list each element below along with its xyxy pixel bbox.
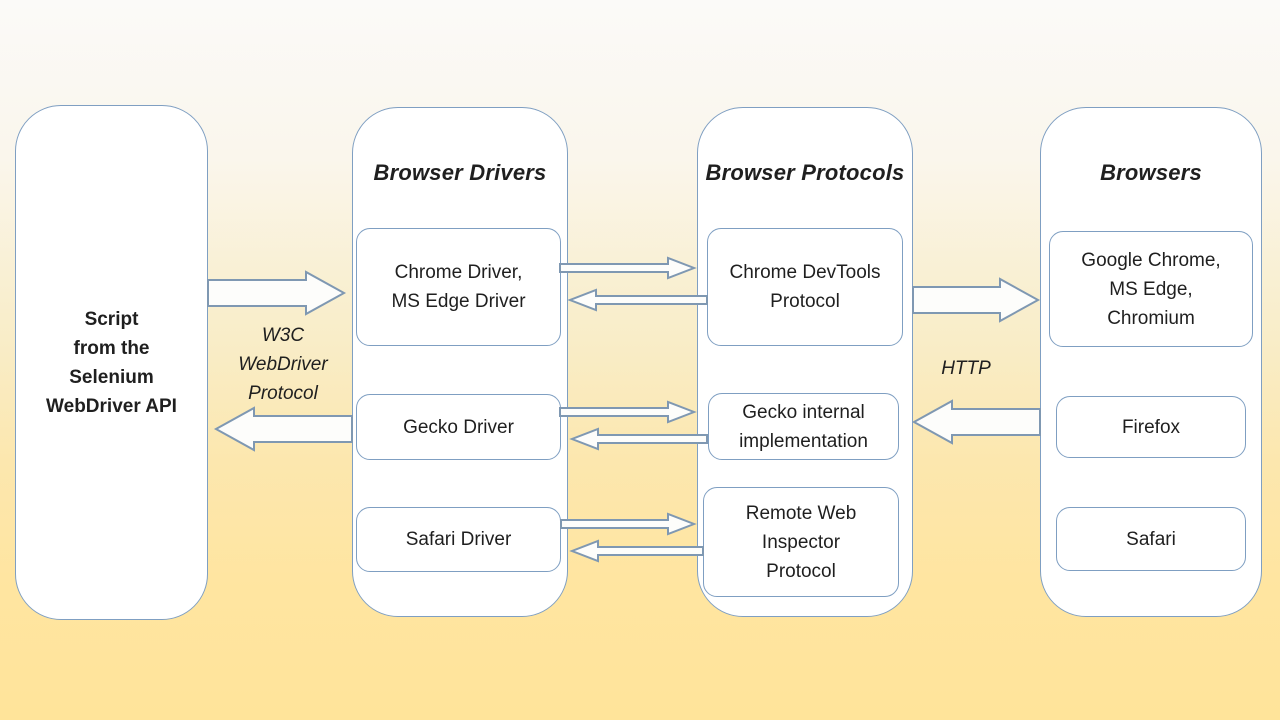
group-browser-drivers-title: Browser Drivers xyxy=(373,160,547,185)
node-safari: Safari xyxy=(1056,507,1246,571)
arrow-gecko-driver-to-gecko-internal xyxy=(559,400,697,424)
node-chrome-devtools-protocol-label: Chrome DevTools Protocol xyxy=(729,262,881,312)
arrow-chrome-driver-to-chrome-devtools xyxy=(559,256,697,280)
label-w3c-webdriver-protocol: W3C WebDriver Protocol xyxy=(238,325,328,404)
node-firefox: Firefox xyxy=(1056,396,1246,458)
node-script-label: Script from the Selenium WebDriver API xyxy=(46,308,177,417)
node-safari-driver-label: Safari Driver xyxy=(405,529,512,550)
node-remote-web-inspector-protocol: Remote Web Inspector Protocol xyxy=(703,487,899,597)
node-safari-label: Safari xyxy=(1126,528,1176,550)
group-browsers-title: Browsers xyxy=(1100,160,1202,185)
arrow-chrome-devtools-to-chrome-driver xyxy=(567,288,708,312)
node-gecko-internal-implementation-label: Gecko internal implementation xyxy=(739,401,868,452)
arrow-safari-driver-to-remote-inspector xyxy=(560,512,697,536)
arrow-gecko-internal-to-gecko-driver xyxy=(569,427,708,451)
node-gecko-driver-label: Gecko Driver xyxy=(403,416,514,438)
node-chrome-devtools-protocol: Chrome DevTools Protocol xyxy=(707,228,903,346)
node-firefox-label: Firefox xyxy=(1121,416,1181,438)
arrow-script-to-drivers xyxy=(207,270,347,316)
node-remote-web-inspector-protocol-label: Remote Web Inspector Protocol xyxy=(745,502,857,582)
node-script: Script from the Selenium WebDriver API xyxy=(15,105,208,620)
arrow-chrome-devtools-to-browsers xyxy=(912,277,1041,323)
node-gecko-internal-implementation: Gecko internal implementation xyxy=(708,393,899,460)
arrow-firefox-to-gecko-internal xyxy=(911,399,1041,445)
arrow-remote-inspector-to-safari-driver xyxy=(569,539,704,563)
node-google-chrome-ms-edge-chromium-label: Google Chrome, MS Edge, Chromium xyxy=(1081,249,1221,329)
label-http: HTTP xyxy=(941,358,991,379)
node-chrome-driver: Chrome Driver, MS Edge Driver xyxy=(356,228,561,346)
node-gecko-driver: Gecko Driver xyxy=(356,394,561,460)
node-chrome-driver-label: Chrome Driver, MS Edge Driver xyxy=(391,262,526,312)
arrow-drivers-to-script xyxy=(213,406,353,452)
node-safari-driver: Safari Driver xyxy=(356,507,561,572)
node-google-chrome-ms-edge-chromium: Google Chrome, MS Edge, Chromium xyxy=(1049,231,1253,347)
group-browser-protocols-title: Browser Protocols xyxy=(705,160,905,185)
